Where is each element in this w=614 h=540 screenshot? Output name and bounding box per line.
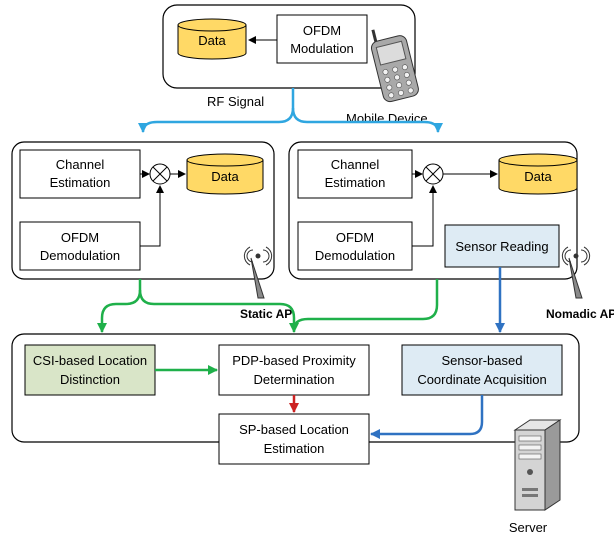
static-ap-label: Static AP — [240, 307, 292, 321]
mobile-data-label: Data — [198, 33, 226, 48]
nomadic-ofdm-line2: Demodulation — [315, 248, 395, 263]
static-ap-to-csi-arrow — [97, 279, 142, 333]
nomadic-data-label: Data — [524, 169, 552, 184]
antenna-icon — [243, 246, 273, 299]
pdp-line2: Determination — [254, 372, 335, 387]
static-channel-line2: Estimation — [50, 175, 111, 190]
nomadic-ofdm-to-mixer-arrow — [412, 185, 437, 247]
nomadic-ofdm-line1: OFDM — [336, 230, 374, 245]
nomadic-data-store: Data — [498, 153, 578, 195]
server-label: Server — [509, 520, 548, 535]
mobile-data-store: Data — [177, 18, 247, 60]
static-mixer — [149, 163, 171, 185]
sensor-reading-box: Sensor Reading — [444, 224, 560, 268]
sp-line2: Estimation — [264, 441, 325, 456]
ofdm-modulation-line1: OFDM — [303, 23, 341, 38]
static-data-store: Data — [186, 153, 264, 195]
mobile-device-label: Mobile Device — [346, 111, 428, 126]
mobile-device-container: Data OFDM Modulation — [162, 4, 419, 103]
server-container: CSI-based Location Distinction PDP-based… — [11, 333, 580, 465]
nomadic-channel-line2: Estimation — [325, 175, 386, 190]
static-ofdm-line2: Demodulation — [40, 248, 120, 263]
nomadic-ap-label: Nomadic AP — [546, 307, 614, 321]
csi-line2: Distinction — [60, 372, 120, 387]
sp-line1: SP-based Location — [239, 422, 349, 437]
rf-signal-label: RF Signal — [207, 94, 264, 109]
sensor-reading-label: Sensor Reading — [455, 239, 548, 254]
static-channel-estimation-box: Channel Estimation — [19, 149, 141, 199]
static-ofdm-to-mixer-arrow — [140, 185, 164, 247]
static-channel-line1: Channel — [56, 157, 105, 172]
nomadic-channel-line1: Channel — [331, 157, 380, 172]
csi-line1: CSI-based Location — [33, 353, 147, 368]
pdp-proximity-determination-box: PDP-based Proximity Determination — [218, 344, 370, 396]
nomadic-mixer — [422, 163, 444, 185]
static-ap-to-pdp-arrow — [138, 289, 299, 333]
nomadic-channel-estimation-box: Channel Estimation — [297, 149, 413, 199]
rf-arrow-to-nomadic-ap — [291, 107, 443, 133]
nomadic-ap-container: Channel Estimation Data OFDM Demodulatio… — [288, 141, 591, 299]
acquisition-to-sp-arrow — [370, 395, 484, 439]
sensor-acq-line1: Sensor-based — [442, 353, 523, 368]
nomadic-ofdm-demodulation-box: OFDM Demodulation — [297, 221, 413, 271]
sensor-coordinate-acquisition-box: Sensor-based Coordinate Acquisition — [401, 344, 563, 396]
sp-location-estimation-box: SP-based Location Estimation — [218, 413, 370, 465]
static-data-label: Data — [211, 169, 239, 184]
mobile-phone-icon — [370, 29, 419, 103]
ofdm-modulation-line2: Modulation — [290, 41, 354, 56]
static-ap-container: Channel Estimation Data OFDM Demodulatio… — [11, 141, 275, 299]
sensor-acq-line2: Coordinate Acquisition — [417, 372, 546, 387]
static-ofdm-line1: OFDM — [61, 230, 99, 245]
server-tower-icon — [513, 419, 562, 511]
pdp-line1: PDP-based Proximity — [232, 353, 356, 368]
csi-location-distinction-box: CSI-based Location Distinction — [24, 344, 156, 396]
antenna-icon — [561, 246, 591, 299]
nomadic-ap-to-pdp-arrow — [292, 279, 439, 331]
static-ofdm-demodulation-box: OFDM Demodulation — [19, 221, 141, 271]
ofdm-modulation-box: OFDM Modulation — [276, 14, 368, 64]
